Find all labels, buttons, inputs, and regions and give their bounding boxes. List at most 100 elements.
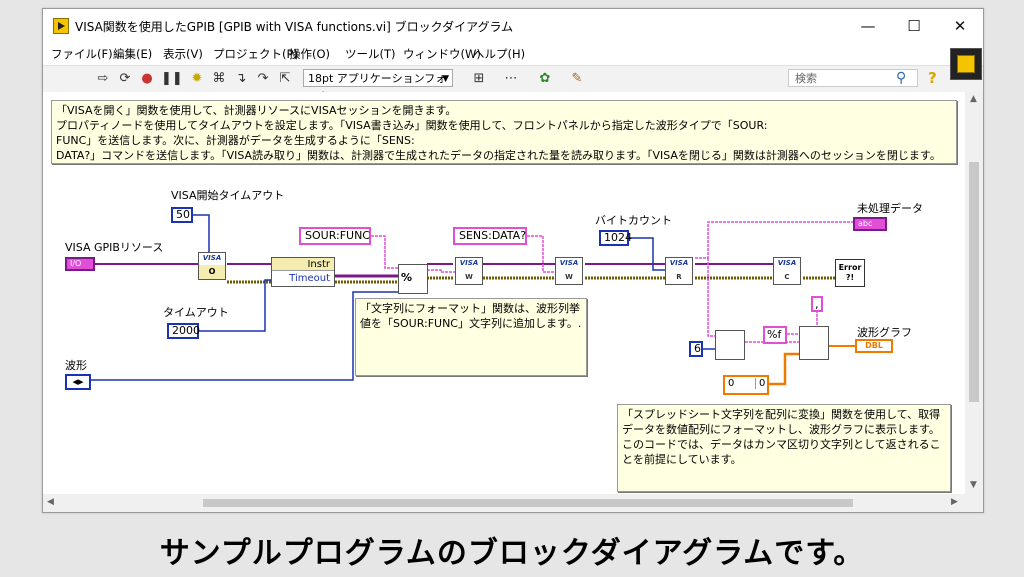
raw-data-indicator[interactable]: abc bbox=[853, 217, 887, 231]
format-into-string-node[interactable]: % bbox=[398, 264, 428, 294]
visa-read-node[interactable]: VISA R bbox=[665, 257, 693, 285]
timeout-label: タイムアウト bbox=[163, 306, 229, 319]
menu-bar: ファイル(F) 編集(E) 表示(V) プロジェクト(P) 操作(O) ツール(… bbox=[43, 43, 983, 65]
reorder-icon[interactable]: ✿ bbox=[539, 71, 551, 86]
visa-write-1-top: VISA bbox=[456, 258, 482, 269]
visa-close-top: VISA bbox=[774, 258, 800, 269]
property-node[interactable]: Instr Timeout bbox=[271, 257, 335, 287]
format-node-symbol: % bbox=[401, 271, 413, 284]
menu-operate[interactable]: 操作(O) bbox=[289, 47, 331, 61]
scroll-corner bbox=[965, 494, 983, 512]
labview-app-icon bbox=[53, 18, 69, 34]
minimize-button[interactable]: — bbox=[860, 17, 876, 35]
byte-count-label: バイトカウント bbox=[595, 214, 672, 227]
visa-open-top: VISA bbox=[199, 253, 225, 264]
window-title: VISA関数を使用したGPIB [GPIB with VISA function… bbox=[75, 20, 514, 34]
step-over-icon[interactable]: ↷ bbox=[257, 71, 269, 86]
close-button[interactable]: ✕ bbox=[953, 17, 967, 35]
visa-resource-label: VISA GPIBリソース bbox=[65, 241, 164, 254]
menu-edit[interactable]: 編集(E) bbox=[113, 47, 153, 61]
step-out-icon[interactable]: ⇱ bbox=[279, 71, 291, 86]
visa-write-2-node[interactable]: VISA W bbox=[555, 257, 583, 285]
maximize-button[interactable]: ☐ bbox=[907, 17, 921, 35]
property-node-class: Instr bbox=[272, 258, 334, 271]
array-constant-value: 0 bbox=[728, 378, 735, 389]
search-input[interactable]: 検索 bbox=[788, 69, 918, 87]
array-constant-index: 0 bbox=[755, 378, 765, 389]
menu-view[interactable]: 表示(V) bbox=[163, 47, 203, 61]
horizontal-scroll-thumb[interactable] bbox=[203, 499, 853, 507]
vertical-scrollbar[interactable]: ▲ ▼ bbox=[965, 92, 983, 494]
format-spec-constant[interactable]: %f bbox=[763, 326, 787, 344]
top-comment-line-4: DATA?」コマンドを送信します。「VISA読み取り」関数は、計測器で生成された… bbox=[56, 149, 941, 162]
visa-write-2-top: VISA bbox=[556, 258, 582, 269]
visa-close-letter: C bbox=[774, 270, 800, 284]
waveform-graph-indicator[interactable]: DBL bbox=[855, 339, 893, 353]
horizontal-scrollbar[interactable]: ◀ ▶ bbox=[43, 494, 965, 512]
vi-icon[interactable] bbox=[950, 48, 982, 80]
menu-window[interactable]: ウィンドウ(W) bbox=[403, 47, 481, 61]
context-help-icon[interactable]: ? bbox=[928, 69, 937, 87]
byte-count-constant[interactable]: 1024 bbox=[599, 230, 632, 246]
scroll-left-icon[interactable]: ◀ bbox=[47, 497, 54, 507]
scroll-up-icon[interactable]: ▲ bbox=[970, 94, 977, 104]
spreadsheet-string-to-array-node[interactable] bbox=[799, 326, 829, 360]
block-diagram-canvas[interactable]: 「VISAを開く」関数を使用して、計測器リソースにVISAセッションを開きます。… bbox=[43, 92, 965, 494]
align-objects-icon[interactable]: ⊞ bbox=[473, 71, 485, 86]
distribute-objects-icon[interactable]: ⋯ bbox=[504, 71, 518, 86]
run-arrow-icon[interactable]: ⇨ bbox=[97, 71, 109, 86]
highlight-execution-icon[interactable]: ✹ bbox=[191, 71, 203, 86]
visa-write-2-letter: W bbox=[556, 270, 582, 284]
caption-text: サンプルプログラムのブロックダイアグラムです。 bbox=[159, 536, 865, 571]
raw-data-label: 未処理データ bbox=[857, 202, 923, 215]
sens-data-constant[interactable]: SENS:DATA? bbox=[453, 227, 527, 245]
simple-error-handler-node[interactable]: Error ?! bbox=[835, 259, 865, 287]
visa-open-timeout-constant[interactable]: 50 bbox=[171, 207, 193, 223]
visa-open-timeout-label: VISA開始タイムアウト bbox=[171, 189, 285, 202]
search-icon[interactable]: ⚲ bbox=[896, 70, 907, 86]
number-six-constant[interactable]: 6 bbox=[689, 341, 703, 357]
visa-close-node[interactable]: VISA C bbox=[773, 257, 801, 285]
step-into-icon[interactable]: ↴ bbox=[235, 71, 247, 86]
property-node-timeout: Timeout bbox=[289, 273, 330, 284]
menu-tools[interactable]: ツール(T) bbox=[345, 47, 396, 61]
waveform-label: 波形 bbox=[65, 359, 87, 372]
scroll-down-icon[interactable]: ▼ bbox=[970, 480, 977, 490]
waveform-graph-label: 波形グラフ bbox=[857, 326, 912, 339]
font-selector[interactable]: 18pt アプリケーションフォント ▼ bbox=[303, 69, 453, 103]
waveform-enum-terminal[interactable]: ◂▸ bbox=[65, 374, 91, 390]
timeout-constant[interactable]: 2000 bbox=[167, 323, 200, 339]
comma-delimiter-constant[interactable]: , bbox=[811, 296, 823, 312]
menu-project[interactable]: プロジェクト(P) bbox=[213, 47, 298, 61]
chevron-down-icon: ▼ bbox=[442, 74, 449, 84]
scroll-right-icon[interactable]: ▶ bbox=[951, 497, 958, 507]
top-comment-line-1: 「VISAを開く」関数を使用して、計測器リソースにVISAセッションを開きます。 bbox=[56, 104, 457, 117]
visa-open-letter: O bbox=[199, 265, 225, 279]
toolbar: ⇨ ⟳ ● ❚❚ ✹ ⌘ ↴ ↷ ⇱ 18pt アプリケーションフォント ▼ ⊞… bbox=[43, 65, 983, 103]
wires-layer bbox=[91, 214, 855, 386]
pause-icon[interactable]: ❚❚ bbox=[161, 71, 183, 86]
menu-file[interactable]: ファイル(F) bbox=[51, 47, 113, 61]
cleanup-diagram-icon[interactable]: ✎ bbox=[571, 71, 583, 86]
visa-read-letter: R bbox=[666, 270, 692, 284]
visa-open-node[interactable]: VISA O bbox=[198, 252, 226, 280]
run-continuously-icon[interactable]: ⟳ bbox=[119, 71, 131, 86]
abort-icon[interactable]: ● bbox=[141, 71, 153, 86]
format-comment: 「文字列にフォーマット」関数は、波形列挙値を「SOUR:FUNC」文字列に追加し… bbox=[355, 298, 587, 376]
top-comment: 「VISAを開く」関数を使用して、計測器リソースにVISAセッションを開きます。… bbox=[51, 100, 957, 164]
visa-resource-terminal[interactable]: I/O bbox=[65, 257, 95, 271]
visa-write-1-letter: W bbox=[456, 270, 482, 284]
visa-read-top: VISA bbox=[666, 258, 692, 269]
retain-wire-values-icon[interactable]: ⌘ bbox=[212, 71, 226, 86]
top-comment-line-3: FUNC」を送信します。次に、計測器がデータを生成するように「SENS: bbox=[56, 134, 415, 147]
visa-write-1-node[interactable]: VISA W bbox=[455, 257, 483, 285]
index-string-node[interactable] bbox=[715, 330, 745, 360]
vertical-scroll-thumb[interactable] bbox=[969, 162, 979, 402]
top-comment-line-2: プロパティノードを使用してタイムアウトを設定します。「VISA書き込み」関数を使… bbox=[56, 119, 768, 132]
array-constant[interactable]: 0 0 bbox=[723, 375, 769, 395]
vi-icon-inner bbox=[957, 55, 975, 73]
menu-help[interactable]: ヘルプ(H) bbox=[473, 47, 526, 61]
sour-func-constant[interactable]: SOUR:FUNC bbox=[299, 227, 371, 245]
title-bar: VISA関数を使用したGPIB [GPIB with VISA function… bbox=[43, 9, 983, 43]
labview-window: VISA関数を使用したGPIB [GPIB with VISA function… bbox=[42, 8, 984, 513]
